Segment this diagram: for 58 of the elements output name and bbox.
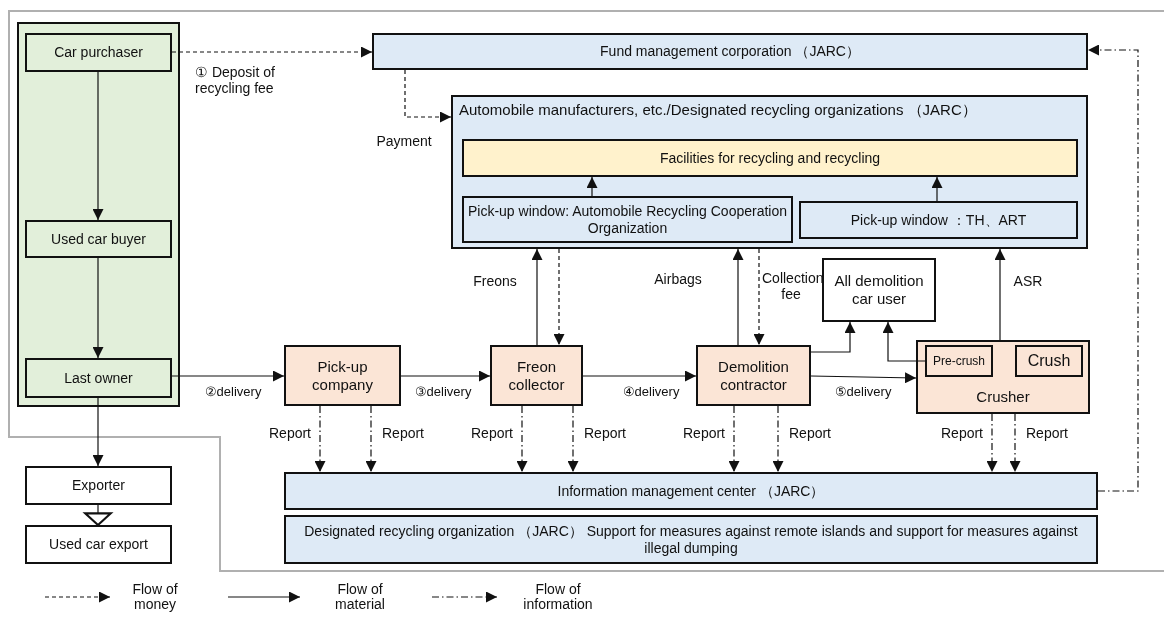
- process-box: Pick-up company: [284, 345, 401, 406]
- process-box: Used car buyer: [25, 220, 172, 258]
- arrow: [994, 248, 1006, 341]
- process-box: Demolition contractor: [696, 345, 811, 406]
- arrow: [986, 413, 998, 473]
- edge-label: ⑤delivery: [833, 384, 893, 400]
- arrow: [92, 71, 104, 221]
- process-box: Pre-crush: [925, 345, 993, 377]
- arrow: [1009, 413, 1021, 473]
- process-box: Last owner: [25, 358, 172, 398]
- arrow: [553, 248, 565, 346]
- edge-label: ③delivery: [413, 384, 473, 400]
- arrow: [931, 176, 943, 202]
- process-box: Pick-up window ：TH、ART: [799, 201, 1078, 239]
- legend-label: Flow of information: [522, 582, 594, 613]
- arrow: [84, 504, 112, 527]
- arrow: [753, 248, 765, 346]
- arrow: [314, 405, 326, 473]
- arrow: [732, 248, 744, 346]
- arrow: [171, 46, 373, 58]
- arrow: [92, 257, 104, 359]
- arrow: [400, 370, 491, 382]
- process-box: Exporter: [25, 466, 172, 505]
- arrow: [365, 405, 377, 473]
- organization-box: Designated recycling organization （JARC） Support for measures against remote islands and support for measures against illegal dumping: [284, 515, 1098, 564]
- arrow: [586, 176, 598, 197]
- arrow: [567, 405, 579, 473]
- panel-heading: Crusher: [975, 388, 1031, 406]
- arrow: [882, 321, 926, 362]
- arrow: [516, 405, 528, 473]
- arrow: [810, 321, 856, 353]
- organization-box: Information management center （JARC）: [284, 472, 1098, 510]
- arrow: [404, 69, 452, 123]
- arrow: [171, 370, 285, 382]
- edge-label: ②delivery: [203, 384, 263, 400]
- crusher-box: [916, 340, 1090, 414]
- process-box: Crush: [1015, 345, 1083, 377]
- arrow: [1087, 44, 1139, 492]
- edge-label: ④delivery: [621, 384, 681, 400]
- panel-heading: Automobile manufacturers, etc./Designated recycling organizations （JARC）: [459, 101, 978, 119]
- process-box: Car purchaser: [25, 33, 172, 72]
- arrow: [92, 397, 104, 467]
- arrow: [772, 405, 784, 473]
- stakeholder-group-panel: [17, 22, 180, 407]
- arrow: [810, 372, 917, 384]
- legend-label: Flow of material: [334, 582, 386, 613]
- process-box: All demolition car user: [822, 258, 936, 322]
- process-box: Pick-up window: Automobile Recycling Cooperation Organization: [462, 196, 793, 243]
- organization-box: Fund management corporation （JARC）: [372, 33, 1088, 70]
- process-box: Freon collector: [490, 345, 583, 406]
- organization-panel: [451, 95, 1088, 249]
- arrow: [582, 370, 697, 382]
- process-box: Used car export: [25, 525, 172, 564]
- legend-label: Flow of money: [131, 582, 179, 613]
- edge-label: Airbags: [653, 270, 703, 288]
- facility-box: Facilities for recycling and recycling: [462, 139, 1078, 177]
- arrow: [531, 248, 543, 346]
- arrow: [728, 405, 740, 473]
